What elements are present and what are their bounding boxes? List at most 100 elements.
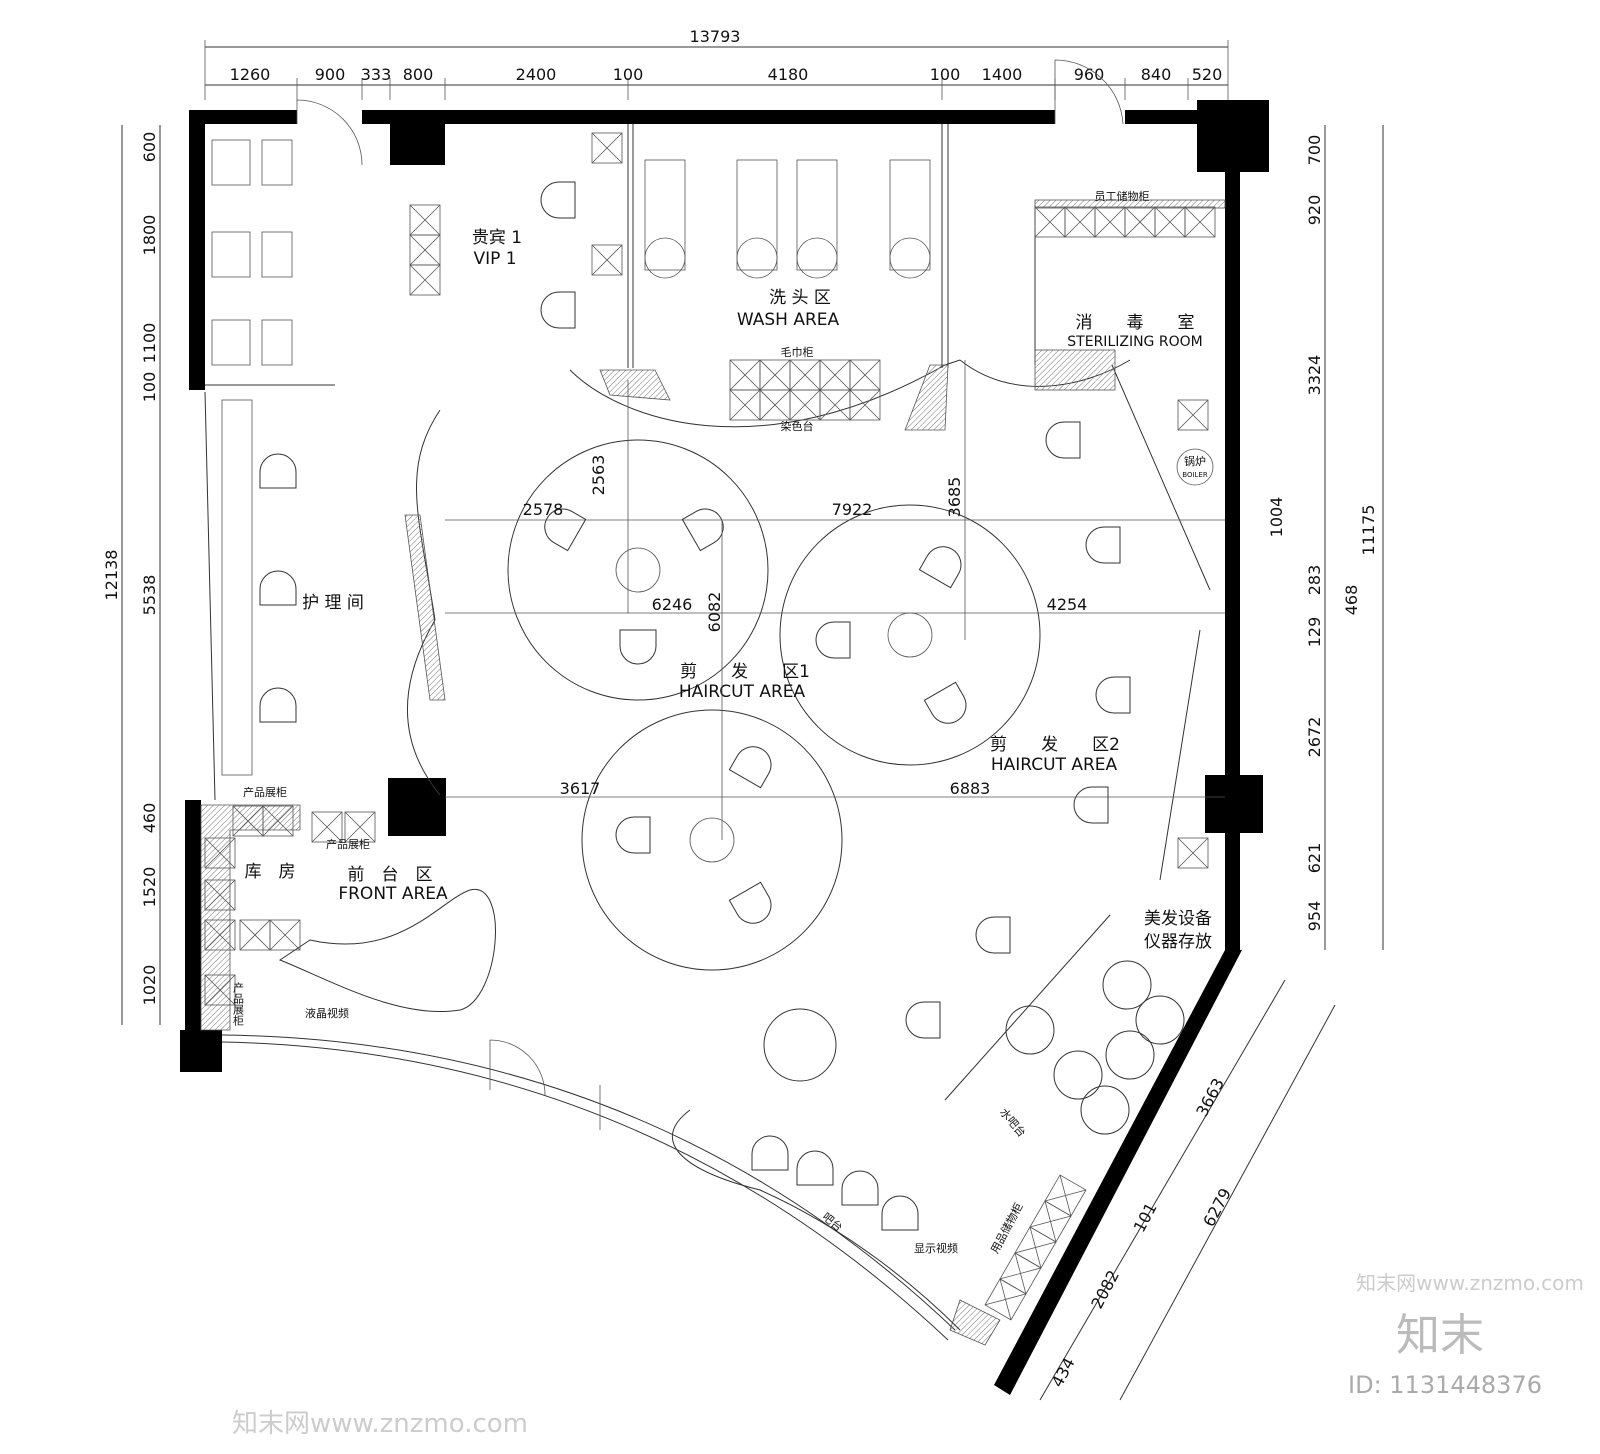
dim-label: 920 xyxy=(1305,195,1324,226)
boiler xyxy=(1176,448,1214,486)
dim-label: 2400 xyxy=(516,65,557,84)
dim-label: 129 xyxy=(1305,617,1324,648)
product-cabinets xyxy=(204,805,376,1006)
dim-label: 1520 xyxy=(140,867,159,908)
staff-lockers-label: 员工储物柜 xyxy=(1095,189,1150,203)
boiler-label-en: BOILER xyxy=(1182,471,1208,479)
dim-label: 283 xyxy=(1305,565,1324,596)
sterilizing-label-en: STERILIZING ROOM xyxy=(1067,334,1202,350)
doors xyxy=(296,59,1124,1130)
dim-right: 700 920 3324 1004 283 129 2672 621 954 4… xyxy=(1267,135,1378,932)
haircut1-label-cn: 剪 发 区1 xyxy=(680,662,810,682)
dye-table-label: 染色台 xyxy=(781,419,814,433)
front-area-label-cn: 前 台 区 xyxy=(348,865,433,885)
staff-lockers xyxy=(1034,206,1216,238)
dim-label: 840 xyxy=(1141,65,1172,84)
dim-label: 3617 xyxy=(560,779,601,798)
dim-label: 800 xyxy=(403,65,434,84)
dim-label: 6279 xyxy=(1199,1185,1235,1230)
dim-label: 4254 xyxy=(1047,595,1088,614)
dim-label: 1100 xyxy=(140,323,159,364)
watermark-site: 知末网www.znzmo.com xyxy=(1356,1271,1584,1295)
display-video-label: 显示视频 xyxy=(914,1241,958,1255)
dim-label: 3685 xyxy=(945,477,964,518)
dim-top-segments: 1260 900 333 800 2400 100 4180 100 1400 … xyxy=(230,65,1223,84)
dim-left-total: 12138 xyxy=(102,550,121,601)
dim-label: 3324 xyxy=(1305,355,1324,396)
front-area-label-en: FRONT AREA xyxy=(338,884,448,904)
vip-cabinet xyxy=(409,204,441,296)
supplies-cabinet-label: 用品储物柜 xyxy=(987,1201,1025,1256)
dim-label: 1400 xyxy=(982,65,1023,84)
dim-label: 100 xyxy=(140,372,159,403)
sterilizing-label-cn: 消 毒 室 xyxy=(1076,313,1195,333)
dim-label: 5538 xyxy=(140,575,159,616)
vip-label-cn: 贵宾 1 xyxy=(472,228,522,248)
product-cabinet-label: 产品展柜 xyxy=(326,837,370,851)
dim-right-total: 11175 xyxy=(1359,505,1378,556)
screen-hatch xyxy=(404,514,446,701)
haircut-stations xyxy=(507,439,1041,971)
dim-label: 2578 xyxy=(523,500,564,519)
towel-cabinet-label: 毛巾柜 xyxy=(781,345,814,359)
bar-stools xyxy=(751,960,1185,1231)
vip-seats xyxy=(211,139,293,366)
dim-label: 101 xyxy=(1130,1199,1161,1235)
dim-label: 333 xyxy=(361,65,392,84)
vip-label-en: VIP 1 xyxy=(473,249,516,269)
vip-chairs xyxy=(540,132,623,329)
haircut2-label-en: HAIRCUT AREA xyxy=(991,755,1118,775)
bar-counter xyxy=(671,1109,961,1331)
dim-label: 100 xyxy=(613,65,644,84)
dim-label: 1260 xyxy=(230,65,271,84)
dim-label: 954 xyxy=(1305,901,1324,932)
dim-label: 900 xyxy=(315,65,346,84)
right-side-chairs xyxy=(905,421,1131,1039)
storage-wall-hatch xyxy=(200,804,301,1031)
watermark-logo: 知末 xyxy=(1396,1310,1484,1361)
dim-label: 468 xyxy=(1342,585,1361,616)
dim-label: 621 xyxy=(1305,843,1324,874)
dim-label: 1004 xyxy=(1267,497,1286,538)
dim-label: 520 xyxy=(1192,65,1223,84)
dim-label: 460 xyxy=(140,803,159,834)
dim-label: 6246 xyxy=(652,595,693,614)
column-hatch xyxy=(599,369,671,401)
care-room-beds xyxy=(221,399,297,776)
lcd-video-label: 液晶视频 xyxy=(305,1006,349,1020)
haircut1-label-en: HAIRCUT AREA xyxy=(679,682,806,702)
dim-label: 7922 xyxy=(832,500,873,519)
room-labels: 贵宾 1 VIP 1 洗 头 区 WASH AREA 消 毒 室 STERILI… xyxy=(245,228,1213,952)
dim-label: 3663 xyxy=(1192,1075,1228,1120)
dim-label: 2563 xyxy=(589,455,608,496)
dim-label: 960 xyxy=(1074,65,1105,84)
watermark-site: 知末网www.znzmo.com xyxy=(232,1409,528,1439)
watermark: 知末网www.znzmo.com 知末网www.znzmo.com 知末 ID:… xyxy=(232,1271,1584,1439)
dim-label: 600 xyxy=(140,132,159,163)
wash-label-cn: 洗 头 区 xyxy=(769,288,831,308)
walls xyxy=(180,100,1269,1395)
boiler-label-cn: 锅炉 xyxy=(1184,455,1206,468)
dim-label: 700 xyxy=(1305,135,1324,166)
wall-hatch xyxy=(1034,349,1116,391)
care-room-label: 护 理 间 xyxy=(302,593,364,613)
watermark-id: ID: 1131448376 xyxy=(1348,1371,1542,1399)
dimension-lines xyxy=(121,40,1384,1401)
dim-label: 6082 xyxy=(705,592,724,633)
dim-label: 6883 xyxy=(950,779,991,798)
dim-label: 100 xyxy=(930,65,961,84)
dim-label: 4180 xyxy=(768,65,809,84)
water-bar-label: 水吧台 xyxy=(997,1105,1029,1139)
dim-label: 1020 xyxy=(140,965,159,1006)
corner-hatch xyxy=(949,1299,1001,1346)
product-cabinet-label: 产品展柜 xyxy=(232,981,245,1027)
product-cabinet-label: 产品展柜 xyxy=(243,785,287,799)
dim-label: 2082 xyxy=(1087,1267,1123,1312)
equipment-label-1: 美发设备 xyxy=(1144,909,1212,929)
bar-counter-label: 吧台 xyxy=(820,1210,846,1235)
interior-dimensions: 2563 2578 7922 3685 6246 6082 4254 3617 … xyxy=(445,360,1225,840)
equipment-label-2: 仪器存放 xyxy=(1144,932,1212,952)
wall-hatch xyxy=(1034,199,1226,209)
wash-beds xyxy=(644,159,931,279)
